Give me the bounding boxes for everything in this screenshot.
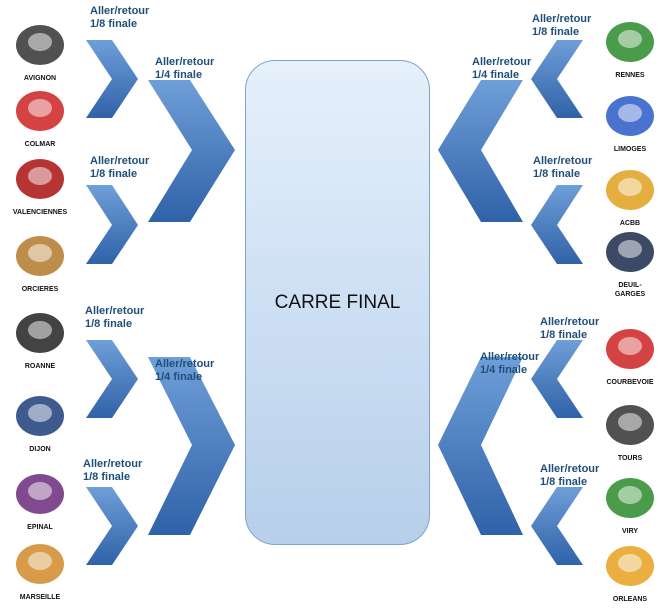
chevron-l-q-2 [148, 357, 235, 535]
final-label: CARRE FINAL [274, 291, 401, 313]
round-text: Aller/retour [155, 358, 215, 370]
chevron-l-8-3 [86, 340, 138, 418]
team-name: COURBEVOIE [606, 379, 654, 386]
round-text: Aller/retour [480, 351, 540, 363]
chevron-r-8-1 [531, 40, 583, 118]
chevron-r-8-3 [531, 340, 583, 418]
team-name: LIMOGES [613, 146, 647, 153]
round-text: 1/8 finale [85, 318, 133, 330]
chevron-r-q-1 [438, 80, 523, 222]
team-logo [602, 543, 658, 589]
round-text: Aller/retour [540, 316, 600, 328]
chevron-l-8-4 [86, 487, 138, 565]
round-text: Aller/retour [533, 155, 593, 167]
team-logo [12, 471, 68, 517]
team-name: AVIGNON [23, 75, 57, 82]
team-logo [12, 310, 68, 356]
team-name: VIRY [621, 528, 639, 535]
team-logo [602, 229, 658, 275]
team-name: DEUIL-GARGES [614, 282, 646, 298]
chevron-l-q-1 [148, 80, 235, 222]
round-text: 1/4 finale [480, 364, 528, 376]
round-text: 1/8 finale [90, 168, 138, 180]
team-logo [12, 541, 68, 587]
team-logo [602, 402, 658, 448]
round-text: 1/8 finale [83, 471, 131, 483]
team-logo [12, 233, 68, 279]
team-logo [602, 93, 658, 139]
round-text: 1/8 finale [533, 168, 581, 180]
round-text: 1/4 finale [155, 69, 203, 81]
final-four-box: CARRE FINAL [245, 60, 430, 545]
round-text: Aller/retour [155, 56, 215, 68]
team-logo [12, 22, 68, 68]
team-name: COLMAR [24, 141, 56, 148]
round-text: 1/4 finale [472, 69, 520, 81]
chevron-l-8-2 [86, 185, 138, 264]
round-text: 1/8 finale [90, 18, 138, 30]
round-text: Aller/retour [83, 458, 143, 470]
round-text: 1/8 finale [540, 476, 588, 488]
round-text: Aller/retour [90, 5, 150, 17]
team-name: EPINAL [27, 524, 53, 531]
team-logo [602, 475, 658, 521]
chevron-l-8-1 [86, 40, 138, 118]
team-logo [12, 88, 68, 134]
round-text: Aller/retour [472, 56, 532, 68]
team-logo [12, 156, 68, 202]
team-name: MARSEILLE [19, 594, 61, 601]
round-text: 1/4 finale [155, 371, 203, 383]
team-logo [602, 19, 658, 65]
team-logo [12, 393, 68, 439]
chevron-r-8-4 [531, 487, 583, 565]
team-name: TOURS [617, 455, 643, 462]
round-text: Aller/retour [85, 305, 145, 317]
round-text: Aller/retour [540, 463, 600, 475]
team-name: ACBB [619, 220, 641, 227]
team-name: VALENCIENNES [12, 209, 68, 216]
chevron-r-8-2 [531, 185, 583, 264]
round-text: 1/8 finale [540, 329, 588, 341]
team-name: RENNES [615, 72, 645, 79]
round-text: Aller/retour [90, 155, 150, 167]
round-text: 1/8 finale [532, 26, 580, 38]
chevron-r-q-2 [438, 357, 523, 535]
team-name: ROANNE [24, 363, 56, 370]
round-text: Aller/retour [532, 13, 592, 25]
team-logo [602, 167, 658, 213]
team-name: ORLEANS [612, 596, 648, 603]
team-logo [602, 326, 658, 372]
team-name: ORCIERES [21, 286, 59, 293]
team-name: DIJON [29, 446, 51, 453]
